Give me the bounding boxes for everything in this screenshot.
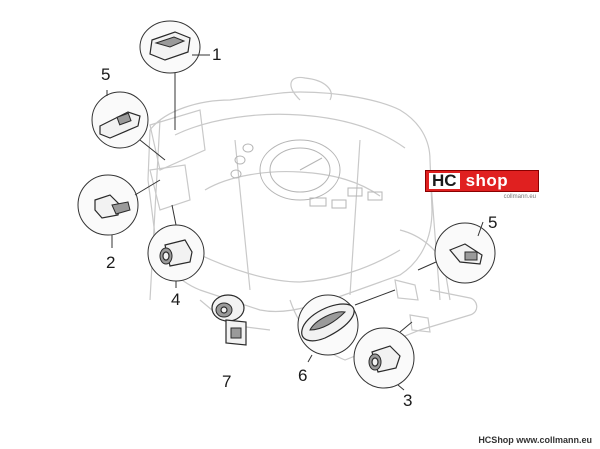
logo-hc: HC	[429, 172, 460, 189]
part-7-socket[interactable]: 7	[211, 294, 247, 391]
part-4-connector[interactable]: 4	[147, 204, 205, 309]
callout-4: 4	[171, 290, 180, 309]
logo-url: collmann.eu	[503, 194, 536, 200]
part-6-cover[interactable]: 6	[297, 289, 396, 385]
callout-6: 6	[298, 366, 307, 385]
footer-credit: HCShop www.collmann.eu	[478, 435, 592, 445]
part-2-switch[interactable]: 2	[77, 174, 161, 272]
part-5-left-button[interactable]: 5	[91, 65, 166, 161]
logo-shop: shop	[465, 171, 509, 190]
hcshop-logo: HC shop collmann.eu	[425, 170, 539, 200]
part-3-connector[interactable]: 3	[353, 321, 415, 410]
callout-2: 2	[106, 253, 115, 272]
part-1-switch[interactable]: 1	[139, 20, 221, 130]
callout-3: 3	[403, 391, 412, 410]
part-5-right-button[interactable]: 5	[417, 213, 497, 284]
callout-7: 7	[222, 372, 231, 391]
callout-1: 1	[212, 45, 221, 64]
callout-5-right: 5	[488, 213, 497, 232]
callout-5-left: 5	[101, 65, 110, 84]
